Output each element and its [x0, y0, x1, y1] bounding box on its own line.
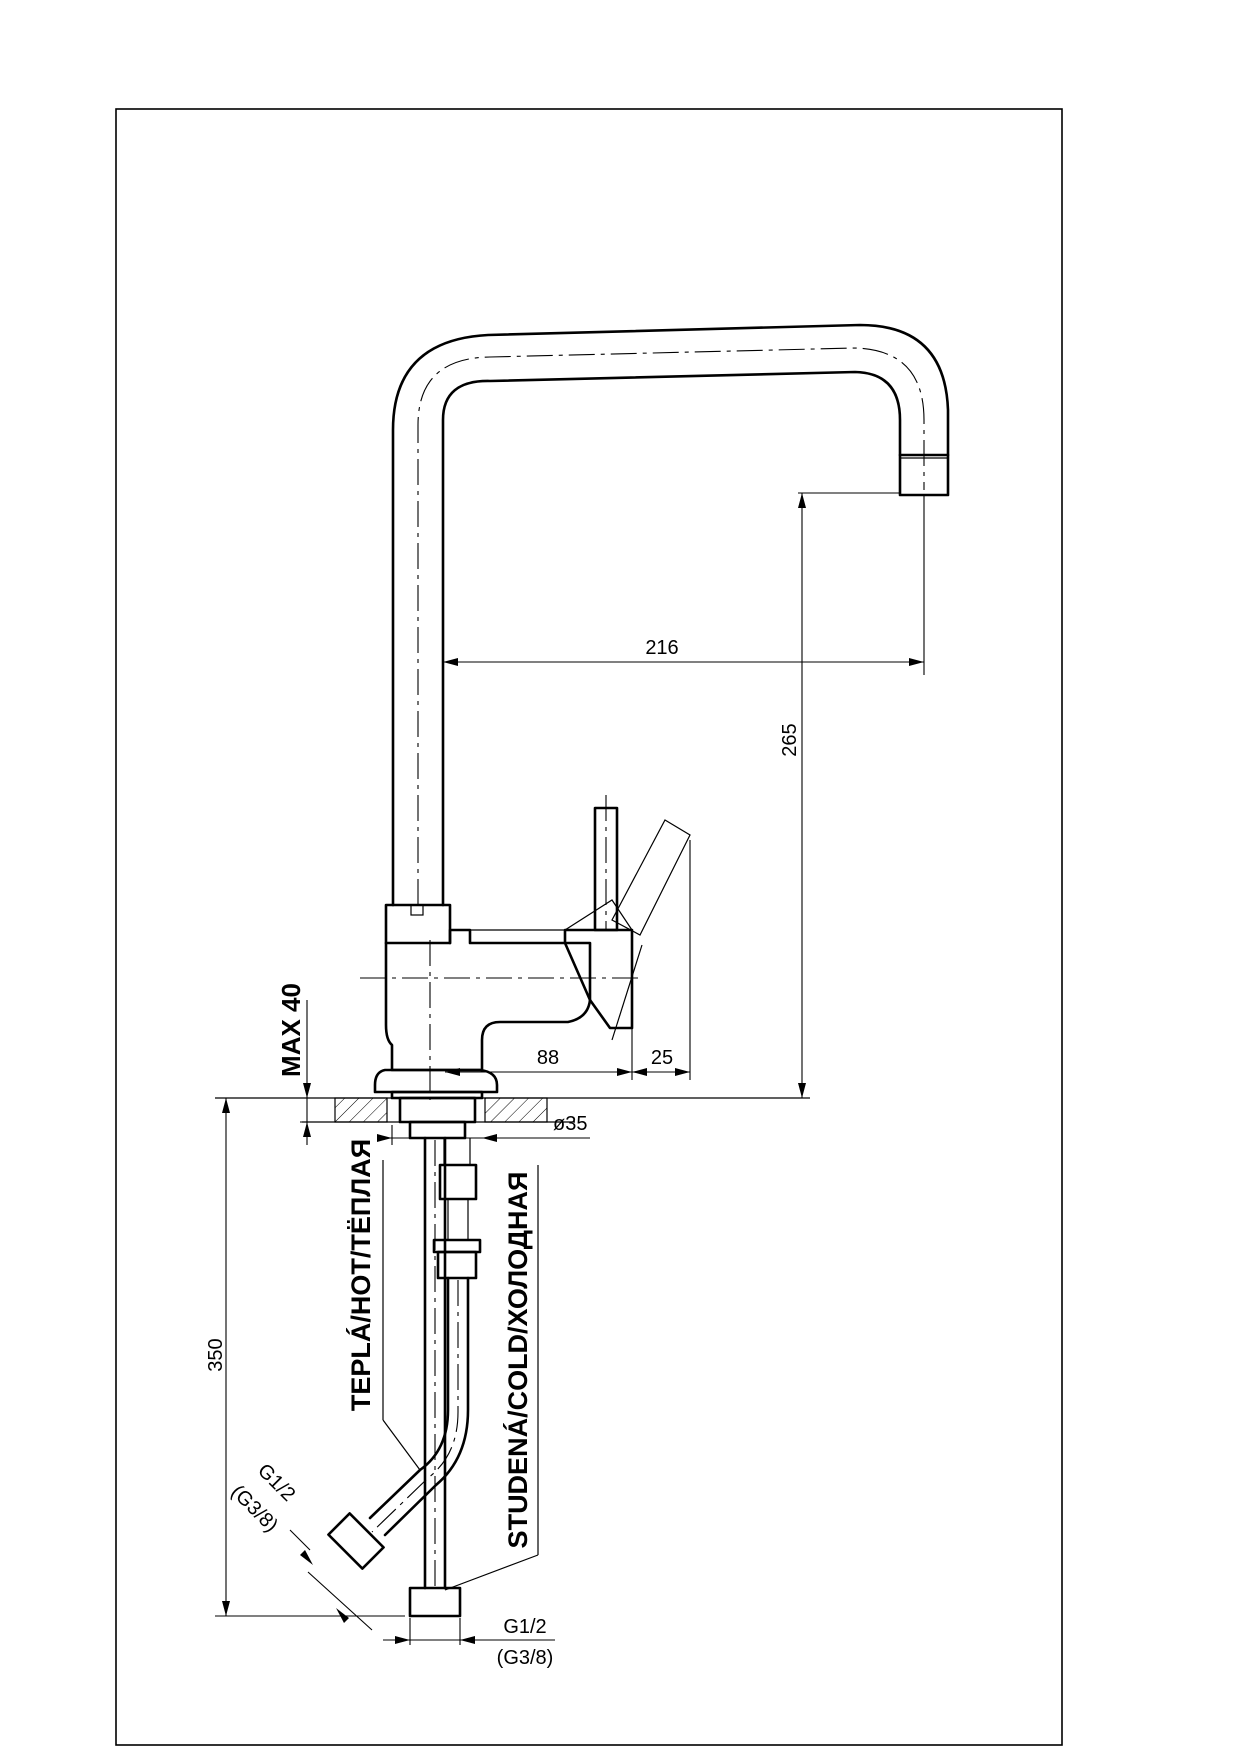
lever-swing-outline: [611, 819, 691, 936]
dim-265-label: 265: [779, 723, 801, 756]
dim-88-25: 88 25: [445, 840, 691, 1080]
cold-nut: [408, 1586, 462, 1618]
dim-265: 265: [779, 492, 900, 1098]
hot-coupling-lower: [436, 1250, 478, 1280]
hot-label: TEPLÁ/HOT/TЁПЛАЯ: [345, 1139, 376, 1411]
dim-diameter-label: ø35: [553, 1113, 587, 1135]
dim-350: 350: [205, 1098, 405, 1617]
thread-right: G1/2 (G3/8): [383, 1616, 555, 1669]
thread-left: G1/2 (G3/8): [226, 1460, 373, 1631]
hot-coupling-upper: [438, 1163, 478, 1201]
dim-max40: MAX 40: [276, 983, 335, 1145]
dim-25-label: 25: [651, 1047, 673, 1069]
dim-216-label: 216: [645, 637, 678, 659]
thread-right-alt: (G3/8): [497, 1647, 554, 1669]
drawing-frame: [115, 108, 1063, 1746]
dim-88-label: 88: [537, 1047, 559, 1069]
thread-right-main: G1/2: [503, 1616, 546, 1638]
hoses: [327, 1136, 482, 1618]
mixer-body: [360, 795, 691, 1100]
countertop: [215, 1096, 810, 1140]
spout: [391, 323, 950, 907]
dim-216: 216: [443, 495, 925, 675]
dim-350-label: 350: [205, 1338, 227, 1371]
cold-label: STUDENÁ/COLD/ХОЛОДНАЯ: [502, 1172, 533, 1549]
cold-label-group: STUDENÁ/COLD/ХОЛОДНАЯ: [444, 1165, 539, 1591]
hot-label-group: TEPLÁ/HOT/TЁПЛАЯ: [345, 1139, 421, 1471]
dim-diameter: ø35: [377, 1113, 590, 1145]
dim-max40-label: MAX 40: [276, 983, 306, 1077]
hot-nut: [327, 1512, 385, 1570]
